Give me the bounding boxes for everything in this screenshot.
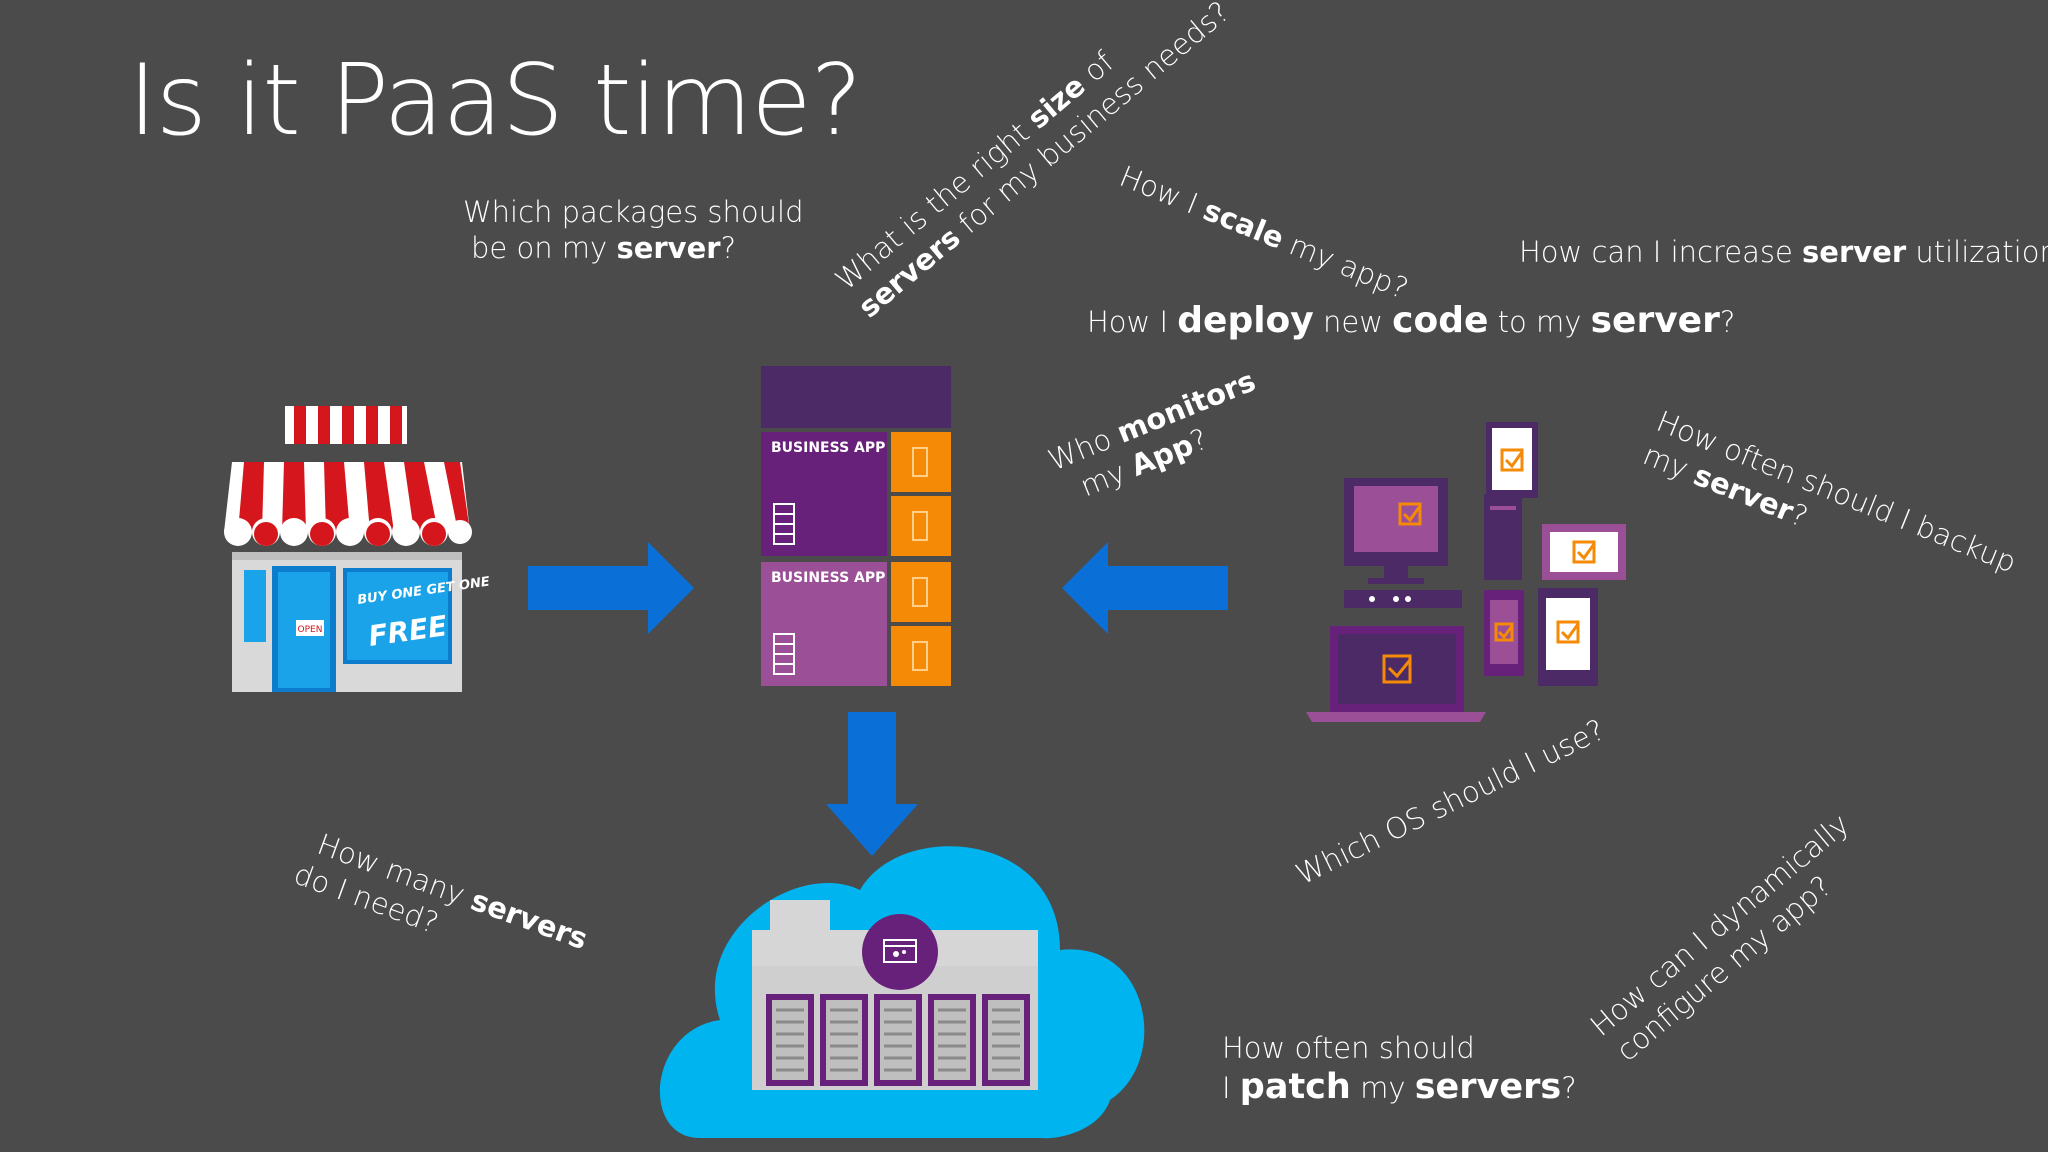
arrow-down-icon — [826, 712, 918, 856]
question-patch: How often should I patch my servers? — [1222, 1031, 1577, 1108]
cloud-datacenter-icon — [659, 846, 1145, 1139]
server-rack-group — [766, 994, 1030, 1086]
arrow-left-icon — [1062, 542, 1228, 634]
devices-icon — [1306, 422, 1626, 722]
svg-text:OPEN: OPEN — [298, 625, 323, 635]
question-packages: Which packages should be on my server? — [463, 195, 804, 266]
business-app-2-label: BUSINESS APP — [771, 570, 885, 586]
business-app-1-label: BUSINESS APP — [771, 440, 885, 456]
storefront-icon: OPEN BUY ONE GET ONE FREE — [224, 406, 491, 692]
slide-title: Is it PaaS time? — [128, 44, 862, 158]
question-utilization: How can I increase server utilization? — [1519, 235, 2048, 269]
question-deploy: How I deploy new code to my server? — [1087, 300, 1736, 341]
arrow-right-icon — [528, 542, 694, 634]
server-stack-icon: BUSINESS APP BUSINESS APP — [761, 366, 951, 686]
